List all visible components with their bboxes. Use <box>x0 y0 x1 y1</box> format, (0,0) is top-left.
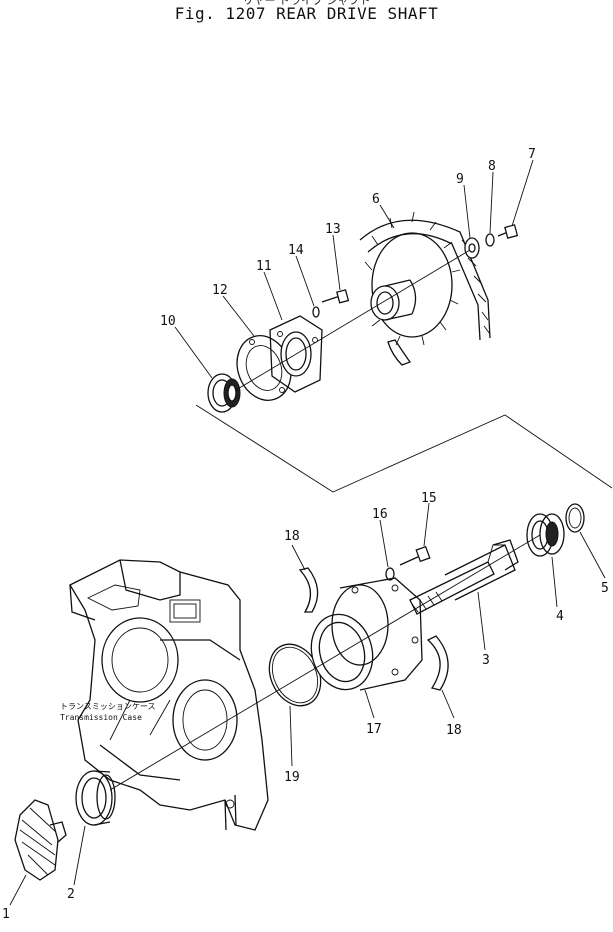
leader-lines <box>9 159 606 906</box>
callout-10: 10 <box>160 314 176 329</box>
oil-seal-part-2 <box>75 770 116 826</box>
callout-12: 12 <box>212 283 228 298</box>
transmission-case <box>69 559 269 831</box>
callout-17: 17 <box>366 722 382 737</box>
callout-3: 3 <box>482 653 490 668</box>
figure-title: Fig. 1207 REAR DRIVE SHAFT <box>174 4 439 23</box>
washer-part-9 <box>464 237 480 259</box>
figure-subtitle-jp: リヤー ドライブ シャフト <box>242 0 371 7</box>
upper-assembly-boundary <box>195 404 613 493</box>
callout-1: 1 <box>2 907 10 922</box>
callout-5: 5 <box>601 581 609 596</box>
bearing-part-4 <box>526 513 565 557</box>
snap-ring-part-5 <box>565 503 585 533</box>
callout-8: 8 <box>488 159 496 174</box>
callout-9: 9 <box>456 172 464 187</box>
callout-4: 4 <box>556 609 564 624</box>
callout-19: 19 <box>284 770 300 785</box>
case-label-jp: トランスミッションケース <box>60 702 155 711</box>
callout-11: 11 <box>256 259 272 274</box>
washer-part-16 <box>385 567 395 581</box>
washer-part-14 <box>312 306 320 318</box>
callout-6: 6 <box>372 192 380 207</box>
callout-7: 7 <box>528 147 536 162</box>
callout-13: 13 <box>325 222 341 237</box>
sprocket-chain-part-6 <box>359 211 491 366</box>
lock-washer-part-8 <box>485 233 495 247</box>
thrust-washer-part-18-left <box>298 567 319 613</box>
callout-18-upper: 18 <box>284 529 300 544</box>
callout-2: 2 <box>67 887 75 902</box>
case-label-en: Transmission Case <box>60 713 142 722</box>
bolt-part-13 <box>321 289 350 304</box>
callout-16: 16 <box>372 507 388 522</box>
upper-axis-line <box>235 249 471 391</box>
callout-15: 15 <box>421 491 437 506</box>
oil-seal-part-10 <box>207 373 241 413</box>
bolt-part-15 <box>399 545 431 566</box>
callout-14: 14 <box>288 243 304 258</box>
thrust-washer-part-18-right <box>426 635 449 691</box>
bevel-gear-part-1 <box>14 799 67 881</box>
callout-18-lower: 18 <box>446 723 462 738</box>
bolt-part-7 <box>497 224 519 239</box>
lower-axis-line <box>109 534 541 791</box>
